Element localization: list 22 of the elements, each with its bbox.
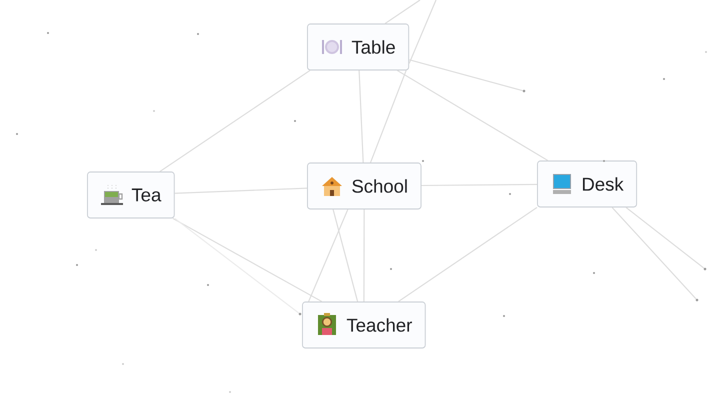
- connector-line: [358, 70, 364, 163]
- connector-line: [421, 184, 537, 186]
- connector-line: [396, 70, 548, 162]
- connector-line: [332, 209, 358, 302]
- connector-line: [363, 209, 365, 302]
- connector-line: [409, 59, 523, 92]
- connector-line: [160, 70, 310, 172]
- connector-line: [308, 209, 348, 302]
- item-box: Teacher: [302, 302, 426, 348]
- connector-line: [398, 207, 538, 302]
- item-box: Table: [307, 24, 410, 70]
- connector-line: [174, 188, 308, 194]
- connector-line: [172, 218, 322, 302]
- connector-line: [384, 0, 420, 24]
- item-box: Tea: [87, 172, 175, 218]
- connector-line: [174, 218, 300, 314]
- connector-line: [612, 207, 696, 300]
- connector-line: [626, 207, 704, 269]
- item-box: Desk: [537, 160, 638, 208]
- connector-line: [408, 0, 437, 64]
- item-box: School: [307, 162, 422, 210]
- connector-line: [370, 70, 407, 163]
